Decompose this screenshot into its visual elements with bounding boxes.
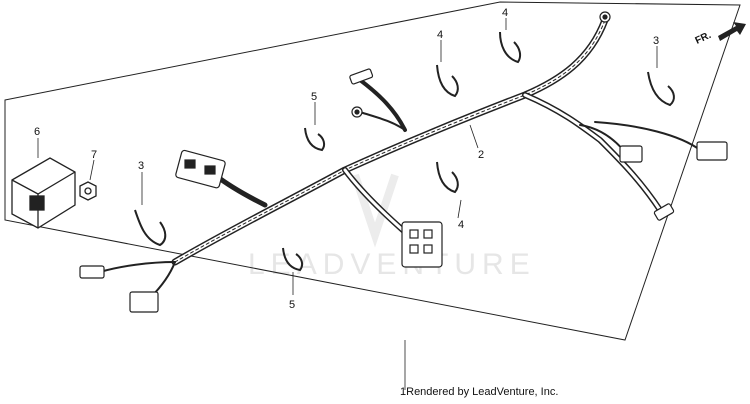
callout-1: 1 — [400, 386, 407, 398]
callout-3-right: 3 — [653, 35, 659, 47]
callout-7: 7 — [91, 149, 97, 161]
callout-labels: 2 3 3 4 4 4 5 5 6 7 — [34, 7, 659, 311]
clamp-4-lower — [436, 161, 459, 194]
watermark-text: LEADVENTURE — [248, 248, 536, 281]
right-connector-b — [696, 141, 728, 161]
clamp-5-upper — [304, 127, 326, 152]
callout-3-left: 3 — [138, 160, 144, 172]
nut — [79, 181, 97, 201]
credit-text: Rendered by LeadVenture, Inc. — [406, 386, 559, 398]
clamp-4-top — [436, 64, 459, 98]
clamp-5-lower — [282, 247, 304, 272]
clamps — [134, 31, 675, 272]
right-bullet-connector — [653, 203, 675, 221]
callout-5-upper: 5 — [311, 91, 317, 103]
left-connector-a — [79, 265, 105, 279]
callout-4-lower: 4 — [458, 219, 464, 231]
callout-6: 6 — [34, 126, 40, 138]
six-pin-connector — [401, 221, 443, 268]
fr-label: FR. — [694, 30, 713, 47]
callout-5-lower: 5 — [289, 299, 295, 311]
clamp-3-left — [134, 209, 167, 247]
callout-4-upper: 4 — [502, 7, 508, 19]
watermark-v-icon — [351, 173, 399, 248]
clamp-3-right — [647, 71, 675, 107]
right-connector-a — [619, 145, 643, 163]
fr-arrow-icon — [718, 22, 746, 41]
clamp-4-upper — [499, 31, 522, 64]
bullet-connector — [349, 68, 374, 85]
main-harness — [99, 16, 701, 299]
connectors — [79, 11, 728, 313]
callout-4-top: 4 — [437, 29, 443, 41]
watermark: LEADVENTURE — [248, 173, 536, 281]
front-direction-marker: FR. — [694, 22, 746, 47]
control-unit — [11, 157, 76, 229]
credit-line: 1Rendered by LeadVenture, Inc. — [400, 386, 558, 398]
callout-2: 2 — [478, 149, 484, 161]
leader-lines — [37, 18, 658, 390]
relay-connector — [175, 149, 226, 189]
kit-boundary — [4, 1, 741, 341]
left-connector-b — [129, 291, 159, 313]
